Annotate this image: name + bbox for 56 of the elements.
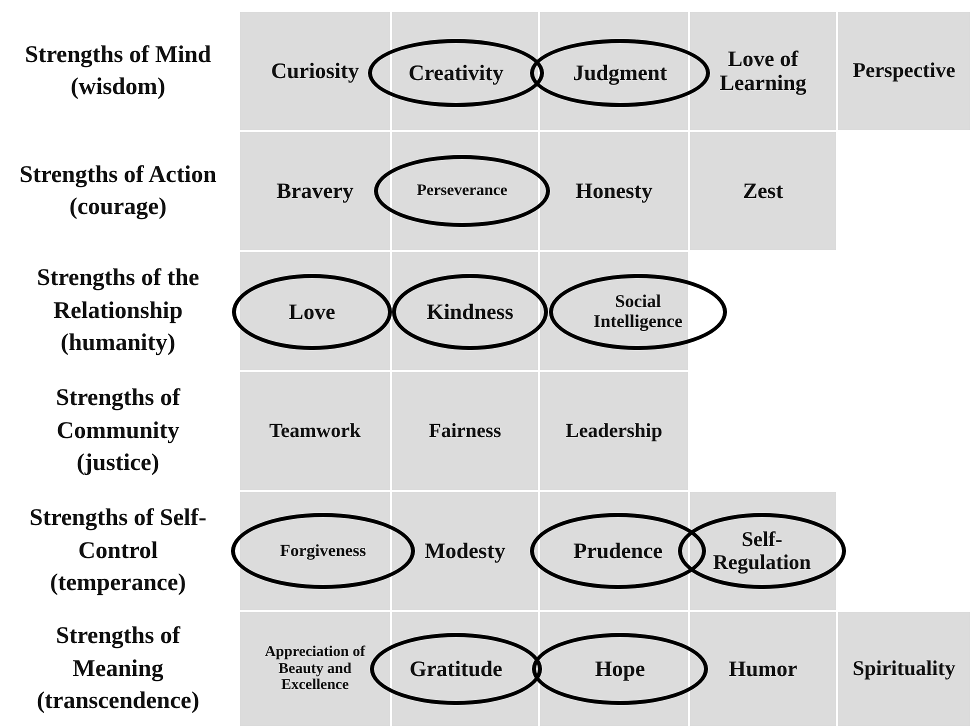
table-cell [838, 12, 970, 130]
table-cell [690, 612, 836, 726]
row-heading: Strengths of Meaning (transcendence) [36, 622, 200, 716]
oval-outline [549, 274, 727, 350]
strength-name: Self-Regulation [712, 528, 812, 574]
table-cell [838, 612, 970, 726]
table-cell [392, 252, 538, 370]
strength-name: Perspective [852, 59, 956, 83]
table-cell [240, 12, 390, 130]
table-cell [690, 492, 836, 610]
strength-name: Love of Learning [720, 46, 806, 96]
table-cell [392, 12, 538, 130]
strength-name: Love [288, 300, 336, 324]
table-cell [540, 612, 688, 726]
table-cell [540, 492, 688, 610]
strength-name: Perseverance [416, 182, 508, 200]
strength-name: Creativity [408, 60, 504, 86]
table-cell [690, 12, 836, 130]
table-cell [392, 372, 538, 490]
table-cell [392, 132, 538, 250]
strength-name: Humor [728, 656, 798, 682]
table-cell [540, 372, 688, 490]
row-heading: Strengths of Self-Control (temperance) [28, 504, 208, 598]
strength-name: Judgment [572, 60, 668, 86]
table-cell [540, 252, 688, 370]
strength-name: Forgiveness [280, 542, 366, 560]
row-heading: Strengths of the Relationship (humanity) [36, 264, 200, 358]
strength-name: Gratitude [410, 656, 502, 682]
strength-name: Honesty [576, 178, 652, 204]
strength-name: Social Intelligence [592, 292, 684, 332]
table-cell [240, 492, 390, 610]
strength-name: Fairness [428, 420, 502, 442]
table-cell [240, 132, 390, 250]
strength-name: Hope [594, 656, 646, 682]
table-cell [540, 132, 688, 250]
strength-name: Teamwork [269, 420, 361, 442]
strength-name: Leadership [566, 420, 662, 442]
strength-name: Spirituality [852, 657, 956, 681]
strength-name: Bravery [276, 178, 354, 204]
table-cell [392, 492, 538, 610]
table-cell [240, 252, 390, 370]
table-cell [392, 612, 538, 726]
table-cell [540, 12, 688, 130]
table-cell [240, 372, 390, 490]
strength-name: Prudence [573, 538, 663, 564]
row-heading: Strengths of Mind (wisdom) [24, 40, 212, 102]
row-heading: Strengths of Action (courage) [18, 160, 218, 222]
strength-name: Modesty [424, 538, 506, 564]
row-heading: Strengths of Community (justice) [54, 384, 182, 478]
table-cell [240, 612, 390, 726]
strength-name: Curiosity [271, 58, 359, 84]
strength-name: Kindness [426, 300, 514, 324]
oval-outline [678, 513, 846, 589]
strength-name: Zest [742, 178, 784, 204]
table-cell [690, 132, 836, 250]
strength-name: Appreciation of Beauty and Excellence [264, 644, 366, 694]
